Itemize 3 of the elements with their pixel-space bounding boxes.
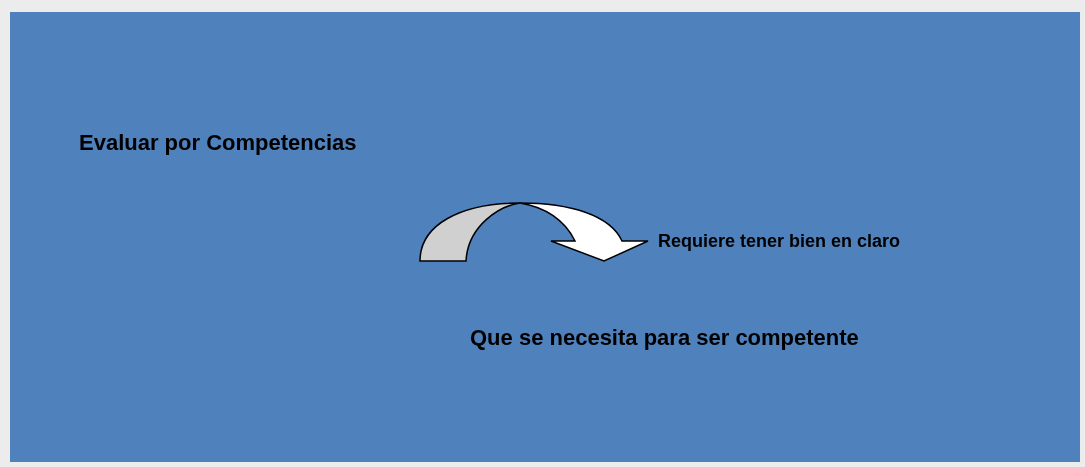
label-text: Que se necesita para ser competente xyxy=(470,325,859,351)
label-text: Evaluar por Competencias xyxy=(79,130,357,156)
label-text: Requiere tener bien en claro xyxy=(658,231,901,252)
